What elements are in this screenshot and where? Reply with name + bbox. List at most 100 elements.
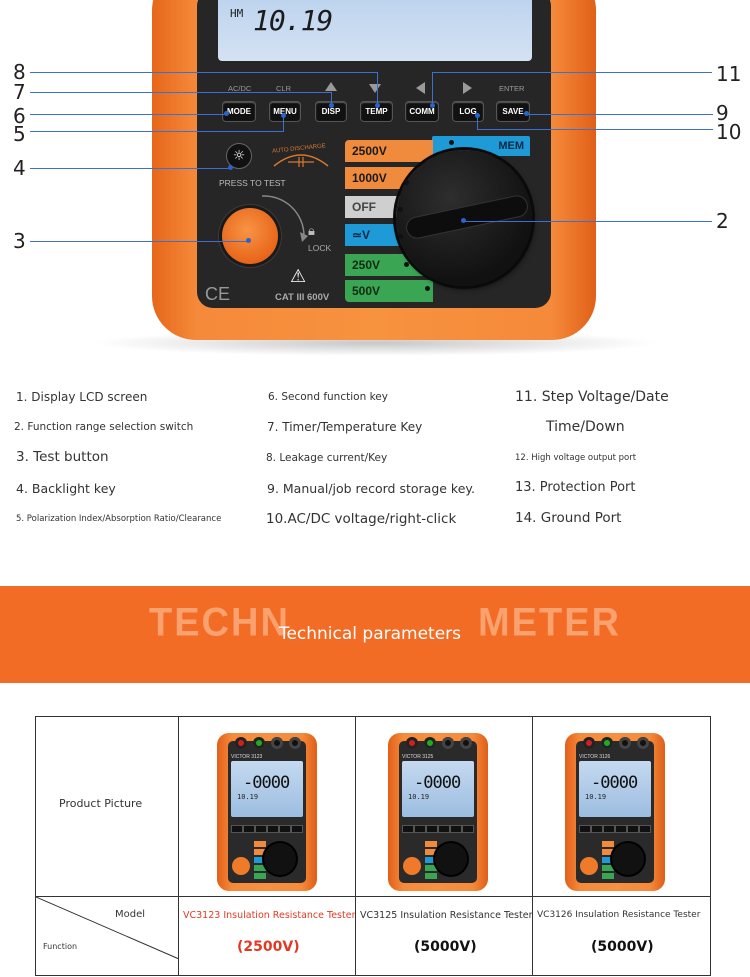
product-lcd-sub: 10.19 <box>237 793 259 801</box>
knob-mark <box>449 140 454 145</box>
category-label: CAT III 600V <box>275 292 330 303</box>
callout-line <box>30 241 248 242</box>
banner-bg-text-right: METER <box>478 600 621 646</box>
model-voltage: (5000V) <box>591 939 654 955</box>
right-arrow-icon <box>463 82 472 94</box>
callout-line <box>30 72 378 73</box>
product-picture-cell: VICTOR 3123 -0000 10.19 <box>178 716 356 897</box>
range-500v: 500V <box>345 280 433 302</box>
legend-item: 1. Display LCD screen <box>16 390 148 404</box>
knob-mark <box>398 207 403 212</box>
callout-line <box>30 92 332 93</box>
callout-line <box>30 168 230 169</box>
knob-mark <box>398 234 403 239</box>
callout-line <box>30 131 283 132</box>
callout-dot <box>524 111 529 116</box>
callout-number-5: 5 <box>13 122 26 146</box>
legend-item: 4. Backlight key <box>16 481 116 496</box>
mode-key-top-label: AC/DC <box>228 84 252 93</box>
legend-item: 9. Manual/job record storage key. <box>267 481 475 496</box>
product-brand-label: VICTOR 3126 <box>579 754 611 760</box>
legend-item: 3. Test button <box>16 449 109 465</box>
callout-number-8: 8 <box>13 60 26 84</box>
callout-number-9: 9 <box>716 101 729 125</box>
callout-number-4: 4 <box>13 156 26 180</box>
legend-item: 11. Step Voltage/Date <box>515 389 669 405</box>
product-lcd-value: -0000 <box>591 773 638 793</box>
parameter-table: Product Picture VICTOR 3123 -0000 10.19 <box>35 716 711 976</box>
temp-key[interactable]: TEMP <box>360 101 393 122</box>
lock-icon: 🔒︎ <box>308 224 315 239</box>
legend-item: 13. Protection Port <box>515 480 636 495</box>
device-illustration: HM 10.19 AC/DC CLR ENTER MODE MENU DISP … <box>0 0 750 372</box>
mode-key[interactable]: MODE <box>222 101 256 122</box>
knob-mark <box>404 180 409 185</box>
callout-dot <box>228 165 233 170</box>
callout-line <box>527 114 713 115</box>
callout-dot <box>246 238 251 243</box>
callout-number-7: 7 <box>13 80 26 104</box>
model-header: Model <box>115 909 146 920</box>
model-cell: VC3123 Insulation Resistance Tester (250… <box>178 896 356 976</box>
product-brand-label: VICTOR 3125 <box>402 754 434 760</box>
sun-icon: ☼ <box>232 148 246 164</box>
callout-dot <box>329 103 334 108</box>
model-cell: VC3126 Insulation Resistance Tester (500… <box>532 896 711 976</box>
product-brand-label: VICTOR 3123 <box>231 754 263 760</box>
callout-line <box>377 72 378 106</box>
menu-key-top-label: CLR <box>276 84 292 93</box>
function-header: Function <box>43 942 78 951</box>
knob-mark <box>425 286 430 291</box>
callout-number-11: 11 <box>716 62 742 86</box>
diagonal-divider <box>36 897 180 960</box>
legend-item: 5. Polarization Index/Absorption Ratio/C… <box>16 514 222 524</box>
callout-number-3: 3 <box>13 229 26 253</box>
model-name: VC3123 Insulation Resistance Tester <box>183 910 356 921</box>
callout-dot <box>281 113 286 118</box>
section-banner: TECHN METER Technical parameters <box>0 586 750 683</box>
callout-line <box>477 116 478 130</box>
legend-item: 10.AC/DC voltage/right-click <box>266 511 457 527</box>
down-arrow-icon <box>369 84 381 93</box>
callout-number-6: 6 <box>13 104 26 128</box>
callout-number-2: 2 <box>716 209 729 233</box>
save-key-top-label: ENTER <box>499 84 525 93</box>
legend-item: 2. Function range selection switch <box>14 421 194 433</box>
lock-label: LOCK <box>308 243 332 253</box>
legend-item: Time/Down <box>546 419 625 435</box>
menu-key[interactable]: MENU <box>269 101 301 122</box>
legend-item: 7. Timer/Temperature Key <box>267 420 423 434</box>
callout-dot <box>475 113 480 118</box>
callout-line <box>331 92 332 106</box>
knob-mark <box>404 262 409 267</box>
product-picture-cell: VICTOR 3126 -0000 10.19 <box>532 716 711 897</box>
warning-icon: ⚠ <box>290 266 307 287</box>
model-name: VC3126 Insulation Resistance Tester <box>537 910 701 920</box>
callout-dot <box>224 111 229 116</box>
backlight-button[interactable]: ☼ <box>226 143 252 169</box>
save-key[interactable]: SAVE <box>496 101 530 122</box>
log-key[interactable]: LOG <box>452 101 484 122</box>
press-to-test-label: PRESS TO TEST <box>219 178 286 188</box>
callout-line <box>30 114 226 115</box>
discharge-arc-icon <box>273 154 329 167</box>
legend-item: 8. Leakage current/Key <box>266 452 388 464</box>
up-arrow-icon <box>325 82 337 91</box>
product-image-vc3125: VICTOR 3125 -0000 10.19 <box>388 733 488 891</box>
model-function-header-cell: Model Function <box>35 896 180 976</box>
lock-arc-icon <box>261 195 308 242</box>
lcd-screen: HM 10.19 <box>218 0 532 61</box>
callout-line <box>464 221 712 222</box>
product-image-vc3123: VICTOR 3123 -0000 10.19 <box>217 733 317 891</box>
range-2500v: 2500V <box>345 140 433 162</box>
test-button[interactable] <box>222 208 278 264</box>
callout-number-10: 10 <box>716 120 742 144</box>
product-picture-cell: VICTOR 3125 -0000 10.19 <box>355 716 533 897</box>
table-header-cell: Product Picture <box>35 716 179 897</box>
legend-item: 12. High voltage output port <box>515 453 637 463</box>
model-cell: VC3125 Insulation Resistance Tester (500… <box>355 896 533 976</box>
product-lcd-value: -0000 <box>414 773 461 793</box>
product-image-vc3126: VICTOR 3126 -0000 10.19 <box>565 733 665 891</box>
product-lcd-value: -0000 <box>243 773 290 793</box>
callout-dot <box>430 103 435 108</box>
